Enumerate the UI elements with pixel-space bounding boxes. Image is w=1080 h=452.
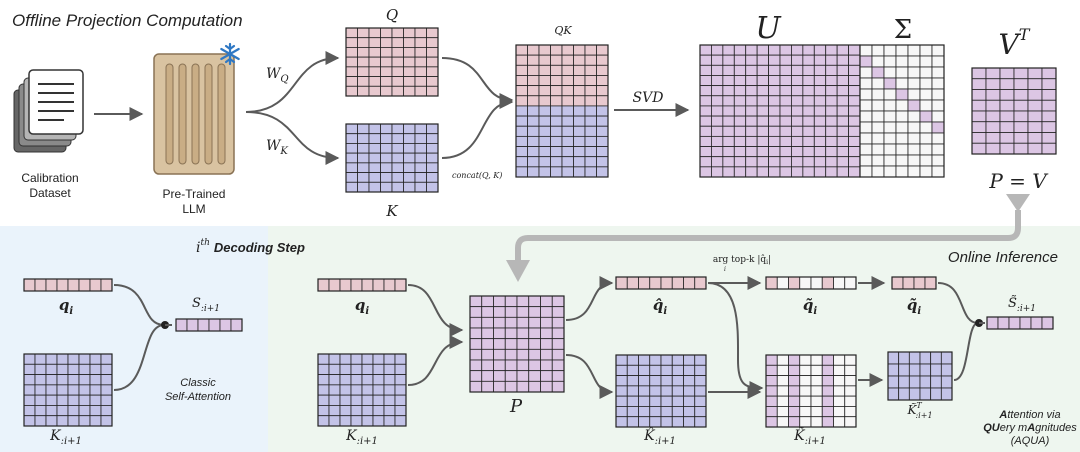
online-qi-label: qi <box>355 296 370 317</box>
offline-to-online-arrow <box>506 194 1030 282</box>
u-matrix <box>699 44 861 178</box>
matrix-grids <box>23 27 1057 428</box>
vt-matrix <box>971 67 1057 155</box>
khat-label: K̂:i+1 <box>643 426 676 447</box>
q-label: Q <box>386 6 398 24</box>
aqua-label-3: (AQUA) <box>1011 435 1050 447</box>
concat-label: concat(Q, K) <box>452 171 502 180</box>
stilde-label: S̃:i+1 <box>1008 295 1036 314</box>
qtilde-vector <box>765 276 857 290</box>
qhat-label: q̂i <box>653 296 668 317</box>
svd-label: SVD <box>633 90 664 106</box>
decoding-qi-label: qi <box>59 296 74 317</box>
arrow-qi-to-p <box>407 284 464 337</box>
k-label: K <box>385 202 398 220</box>
aqua-label-2: QUery mAgnitudes <box>983 422 1077 434</box>
topk-under-label: i <box>724 266 726 273</box>
decoding-k-matrix <box>23 353 113 427</box>
decoding-arrow-k <box>113 324 165 391</box>
decoding-s-vector <box>175 318 243 332</box>
decoding-k-label: K:i+1 <box>49 428 82 447</box>
online-p-label: P <box>509 396 523 417</box>
ktilde-transpose-matrix <box>887 351 953 401</box>
qk-label: QK <box>554 24 572 37</box>
aqua-label-1: Attention via <box>998 409 1060 421</box>
online-qi-vector <box>317 278 407 292</box>
arrow-k-to-p <box>407 335 464 386</box>
calibration-label-1: Calibration <box>21 171 78 185</box>
k-matrix <box>345 123 439 193</box>
qtilde-label: q̃i <box>803 296 818 317</box>
arrow-q-to-qk <box>441 57 514 107</box>
arrow-kt-to-dot <box>953 322 979 381</box>
wk-label: WK <box>266 138 288 157</box>
qtilde-compact-vector <box>891 276 937 290</box>
stilde-vector <box>986 316 1054 330</box>
online-title: Online Inference <box>948 249 1058 266</box>
sigma-matrix <box>859 44 945 178</box>
projection-p-matrix <box>469 295 565 393</box>
arrow-qtilde2-to-dot <box>937 282 979 324</box>
ktilde-matrix <box>765 354 857 428</box>
classic-label-1: Classic <box>180 377 216 389</box>
decoding-qi-vector <box>23 278 113 292</box>
arrow-llm-to-q <box>245 51 340 113</box>
llm-label-1: Pre-Trained <box>163 187 226 201</box>
arrow-p-to-qhat <box>565 276 614 321</box>
arrow-k-to-qk <box>441 95 514 159</box>
qtilde2-label: q̃i <box>907 296 922 317</box>
p-equals-v-label: P = V <box>988 169 1049 193</box>
offline-section-title: Offline Projection Computation <box>12 11 243 30</box>
u-label: U <box>755 11 782 46</box>
online-k-label: K:i+1 <box>345 428 378 447</box>
calibration-label-2: Dataset <box>29 186 71 200</box>
wq-label: WQ <box>266 66 289 85</box>
q-matrix <box>345 27 439 97</box>
vt-label: VT <box>999 25 1031 61</box>
topk-label: arg top-k |q̂i| <box>713 254 771 266</box>
khat-matrix <box>615 354 707 428</box>
snowflake-icon <box>220 42 240 66</box>
ktilde-transpose-label: K̃T:i+1 <box>906 401 932 420</box>
qk-matrix <box>515 44 609 178</box>
decoding-arrow-q <box>113 284 165 326</box>
arrow-p-to-khat <box>565 354 614 399</box>
document-stack-icon <box>13 69 84 153</box>
ktilde-label: K̃:i+1 <box>793 426 826 447</box>
llm-block <box>153 53 235 175</box>
arrow-llm-to-k <box>245 111 340 165</box>
qhat-vector <box>615 276 707 290</box>
decoding-s-label: S:i+1 <box>192 296 220 314</box>
online-k-matrix <box>317 353 407 427</box>
classic-label-2: Self-Attention <box>165 391 231 403</box>
sigma-label: Σ <box>894 15 912 45</box>
llm-label-2: LLM <box>182 202 205 216</box>
